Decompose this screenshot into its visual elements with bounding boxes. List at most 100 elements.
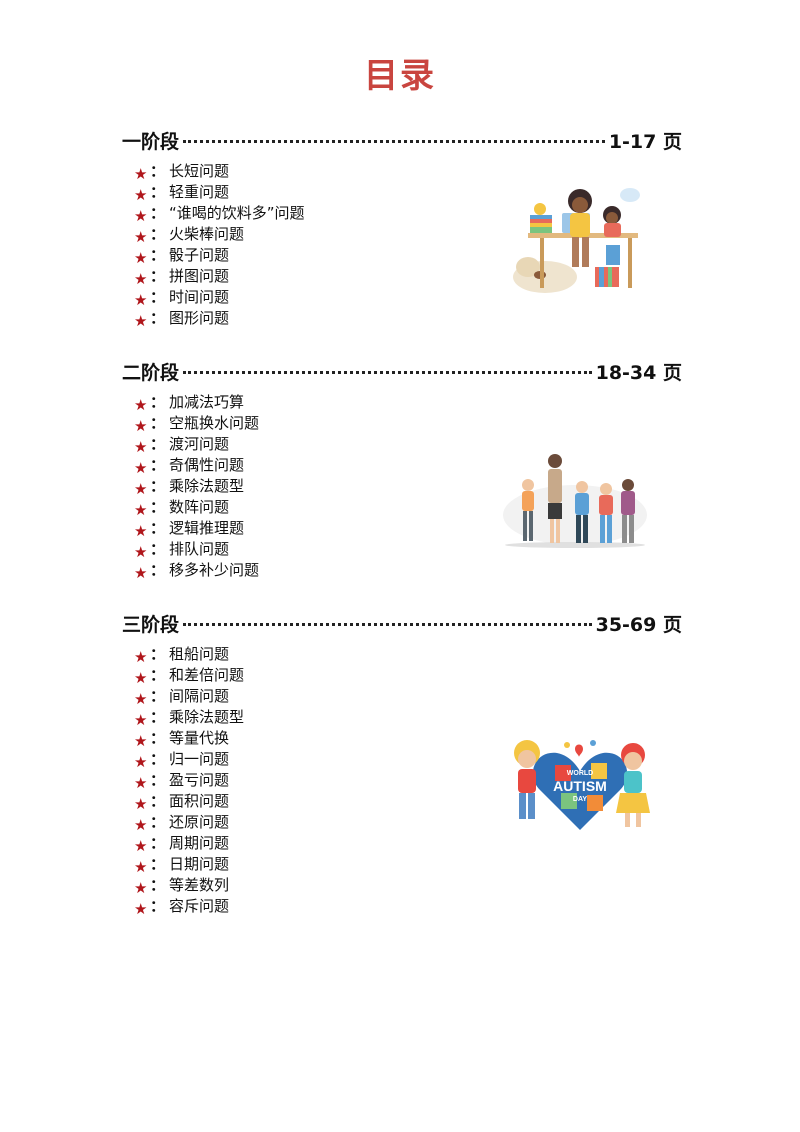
world-autism-day-illustration: WORLD AUTISM DAY — [514, 740, 650, 830]
star-icon: ★ — [134, 165, 148, 183]
topic-item[interactable]: ★：图形问题 — [134, 309, 230, 330]
dot-leader — [183, 623, 592, 626]
topic-label: 面积问题 — [169, 792, 230, 810]
topic-item[interactable]: ★：骰子问题 — [134, 246, 230, 267]
topic-item[interactable]: ★：渡河问题 — [134, 435, 230, 456]
topic-item[interactable]: ★：“谁喝的饮料多”问题 — [134, 204, 305, 225]
star-icon: ★ — [134, 564, 148, 582]
topic-item[interactable]: ★：面积问题 — [134, 792, 230, 813]
section-stage-3: 三阶段 35-69 页 ★：租船问题 ★：和差倍问题 ★：间隔问题 ★：乘除法题… — [122, 610, 682, 918]
page-title: 目录 — [364, 56, 436, 96]
topic-label: 火柴棒问题 — [169, 225, 245, 243]
topic-item[interactable]: ★：时间问题 — [134, 288, 230, 309]
section-title: 二阶段 — [122, 362, 180, 384]
topic-item[interactable]: ★：等量代换 — [134, 729, 230, 750]
topic-list: ★：租船问题 ★：和差倍问题 ★：间隔问题 ★：乘除法题型 ★：等量代换 ★：归… — [134, 644, 682, 918]
topic-label: 图形问题 — [169, 309, 230, 327]
star-icon: ★ — [134, 438, 148, 456]
section-title: 一阶段 — [122, 131, 180, 153]
topic-label: 乘除法题型 — [169, 477, 245, 495]
topic-item[interactable]: ★：乘除法题型 — [134, 477, 245, 498]
topic-item[interactable]: ★：还原问题 — [134, 813, 230, 834]
star-icon: ★ — [134, 480, 148, 498]
dot-leader — [183, 140, 605, 143]
topic-item[interactable]: ★：奇偶性问题 — [134, 456, 245, 477]
topic-item[interactable]: ★：日期问题 — [134, 855, 230, 876]
section-page-range: 35-69 页 — [595, 614, 682, 636]
star-icon: ★ — [134, 648, 148, 666]
topic-item[interactable]: ★：轻重问题 — [134, 183, 230, 204]
topic-label: 数阵问题 — [169, 498, 230, 516]
topic-item[interactable]: ★：周期问题 — [134, 834, 230, 855]
teacher-children-illustration — [503, 454, 647, 548]
star-icon: ★ — [134, 879, 148, 897]
topic-item[interactable]: ★：等差数列 — [134, 876, 230, 897]
star-icon: ★ — [134, 249, 148, 267]
topic-item[interactable]: ★：归一问题 — [134, 750, 230, 771]
topic-item[interactable]: ★：移多补少问题 — [134, 561, 260, 582]
star-icon: ★ — [134, 690, 148, 708]
topic-label: 乘除法题型 — [169, 708, 245, 726]
topic-label: 等量代换 — [169, 729, 230, 747]
star-icon: ★ — [134, 522, 148, 540]
section-page-range: 1-17 页 — [608, 131, 682, 153]
autism-art-line-3: DAY — [573, 796, 587, 803]
section-title: 三阶段 — [122, 614, 180, 636]
topic-label: 奇偶性问题 — [169, 456, 245, 474]
topic-label: 加减法巧算 — [169, 393, 245, 411]
topic-label: 骰子问题 — [169, 246, 230, 264]
section-heading[interactable]: 一阶段 1-17 页 — [122, 127, 682, 153]
star-icon: ★ — [134, 186, 148, 204]
topic-label: 移多补少问题 — [169, 561, 260, 579]
topic-item[interactable]: ★：空瓶换水问题 — [134, 414, 260, 435]
topic-label: 逻辑推理题 — [169, 519, 245, 537]
section-stage-1: 一阶段 1-17 页 ★：长短问题 ★：轻重问题 ★：“谁喝的饮料多”问题 ★：… — [122, 127, 682, 330]
topic-label: 租船问题 — [169, 645, 230, 663]
star-icon: ★ — [134, 795, 148, 813]
topic-item[interactable]: ★：盈亏问题 — [134, 771, 230, 792]
topic-item[interactable]: ★：逻辑推理题 — [134, 519, 245, 540]
section-stage-2: 二阶段 18-34 页 ★：加减法巧算 ★：空瓶换水问题 ★：渡河问题 ★：奇偶… — [122, 358, 682, 582]
topic-label: 渡河问题 — [169, 435, 230, 453]
topic-label: 还原问题 — [169, 813, 230, 831]
star-icon: ★ — [134, 669, 148, 687]
topic-label: 盈亏问题 — [169, 771, 230, 789]
topic-item[interactable]: ★：租船问题 — [134, 645, 230, 666]
star-icon: ★ — [134, 858, 148, 876]
topic-item[interactable]: ★：间隔问题 — [134, 687, 230, 708]
topic-item[interactable]: ★：拼图问题 — [134, 267, 230, 288]
topic-list: ★：加减法巧算 ★：空瓶换水问题 ★：渡河问题 ★：奇偶性问题 ★：乘除法题型 … — [134, 392, 682, 582]
topic-list: ★：长短问题 ★：轻重问题 ★：“谁喝的饮料多”问题 ★：火柴棒问题 ★：骰子问… — [134, 161, 682, 330]
star-icon: ★ — [134, 711, 148, 729]
section-heading[interactable]: 二阶段 18-34 页 — [122, 358, 682, 384]
topic-label: 和差倍问题 — [169, 666, 245, 684]
star-icon: ★ — [134, 837, 148, 855]
section-heading[interactable]: 三阶段 35-69 页 — [122, 610, 682, 636]
topic-label: 等差数列 — [169, 876, 230, 894]
topic-item[interactable]: ★：长短问题 — [134, 162, 230, 183]
topic-item[interactable]: ★：容斥问题 — [134, 897, 230, 918]
topic-label: 容斥问题 — [169, 897, 230, 915]
topic-item[interactable]: ★：加减法巧算 — [134, 393, 245, 414]
autism-art-line-2: AUTISM — [553, 778, 607, 794]
topic-label: 间隔问题 — [169, 687, 230, 705]
topic-label: 长短问题 — [169, 162, 230, 180]
topic-item[interactable]: ★：火柴棒问题 — [134, 225, 245, 246]
dot-leader — [183, 371, 592, 374]
topic-item[interactable]: ★：乘除法题型 — [134, 708, 245, 729]
star-icon: ★ — [134, 207, 148, 225]
star-icon: ★ — [134, 501, 148, 519]
topic-item[interactable]: ★：数阵问题 — [134, 498, 230, 519]
star-icon: ★ — [134, 900, 148, 918]
star-icon: ★ — [134, 732, 148, 750]
star-icon: ★ — [134, 417, 148, 435]
star-icon: ★ — [134, 228, 148, 246]
autism-art-line-1: WORLD — [567, 770, 593, 777]
section-page-range: 18-34 页 — [595, 362, 682, 384]
topic-item[interactable]: ★：排队问题 — [134, 540, 230, 561]
topic-item[interactable]: ★：和差倍问题 — [134, 666, 245, 687]
study-desk-illustration — [513, 188, 640, 293]
topic-label: 拼图问题 — [169, 267, 230, 285]
topic-label: “谁喝的饮料多”问题 — [169, 204, 305, 222]
star-icon: ★ — [134, 291, 148, 309]
